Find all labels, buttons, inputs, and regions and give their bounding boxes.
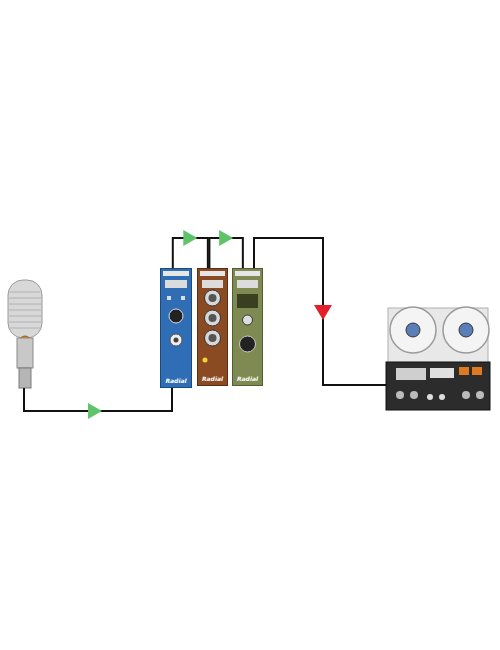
signal-cable — [209, 230, 242, 268]
signal-arrow — [88, 403, 102, 419]
cable — [24, 388, 172, 411]
brand-logo: Radial — [164, 378, 187, 388]
tape-recorder — [386, 307, 490, 410]
preamp-module: Radial — [197, 268, 228, 386]
output-arrow — [314, 305, 332, 320]
brand-logo: Radial — [236, 376, 259, 386]
preamp-module: Radial — [160, 268, 192, 388]
cable — [254, 238, 390, 385]
signal-cable — [173, 230, 208, 268]
module-faceplate — [232, 268, 263, 386]
module-faceplate — [197, 268, 228, 386]
preamp-module: Radial — [232, 268, 263, 386]
microphone — [8, 280, 42, 388]
brand-logo: Radial — [201, 376, 224, 386]
module-faceplate — [160, 268, 192, 388]
